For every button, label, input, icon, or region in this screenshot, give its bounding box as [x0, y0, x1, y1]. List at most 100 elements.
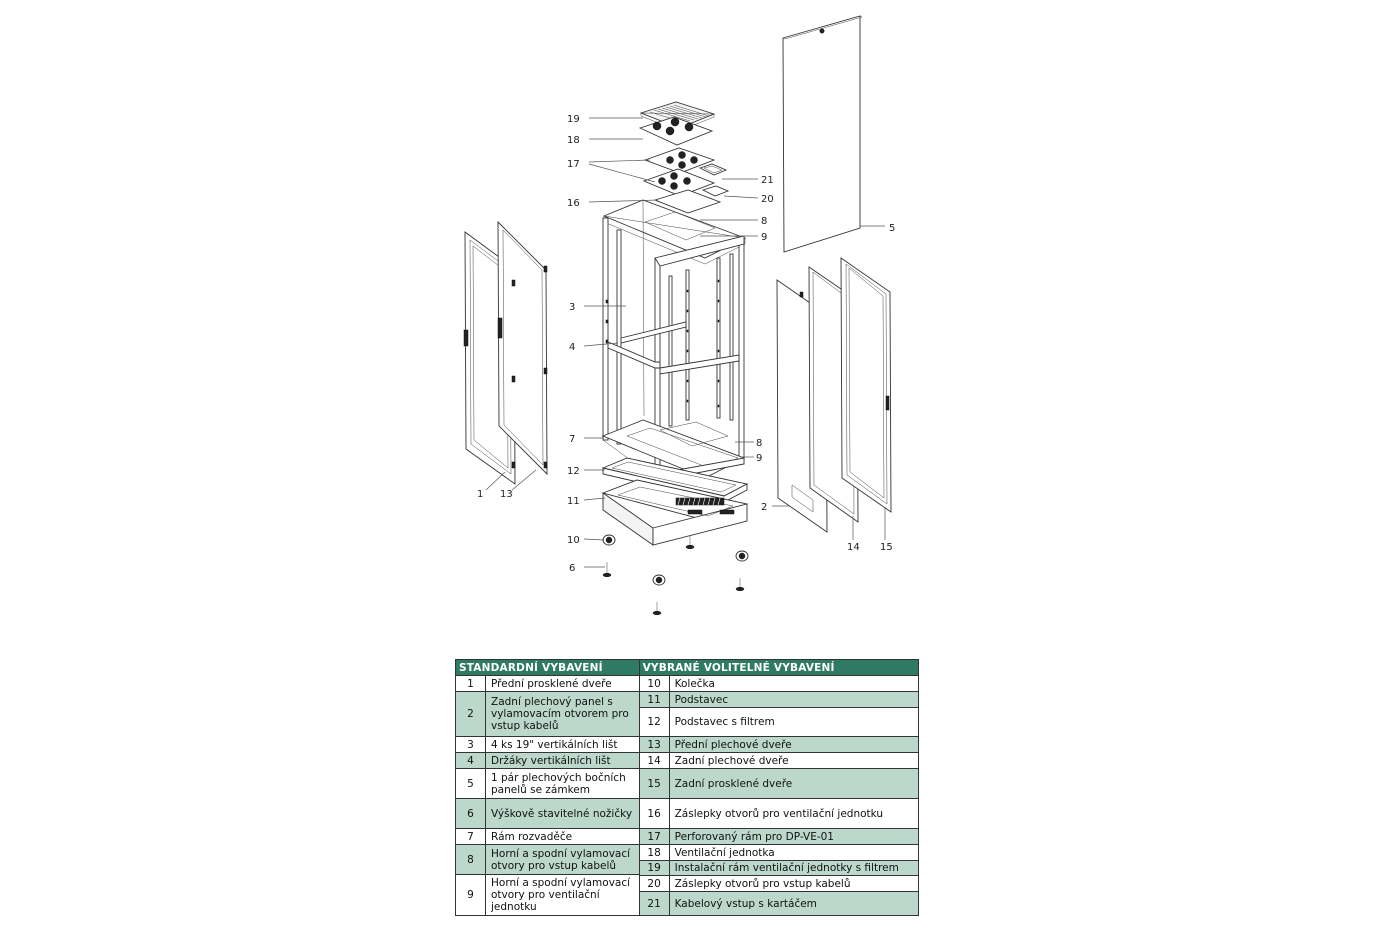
legend-text: Instalační rám ventilační jednotky s fil… [674, 862, 899, 874]
callout-21: 21 [761, 175, 774, 186]
legend-row-17: 17 Perforovaný rám pro DP-VE-01 [639, 829, 918, 845]
optional-equipment-header: VYBRANÉ VOLITELNÉ VYBAVENÍ [639, 660, 918, 676]
legend-number: 3 [456, 737, 486, 752]
leader-lines [485, 117, 886, 568]
callout-13: 13 [500, 489, 513, 500]
legend-number: 2 [456, 692, 486, 736]
legend-text: Zadní prosklené dveře [674, 777, 793, 790]
legend-row-11: 11 Podstavec [639, 692, 918, 708]
legend-row-7: 7 Rám rozvaděče [456, 829, 639, 845]
legend-number: 14 [640, 753, 670, 768]
legend-number: 13 [640, 737, 670, 752]
callout-7: 7 [569, 434, 575, 445]
legend-number: 11 [640, 692, 670, 707]
callout-12: 12 [567, 466, 580, 477]
castors [602, 534, 749, 586]
callout-20: 20 [761, 194, 774, 205]
legend-row-3: 3 4 ks 19" vertikálních lišt [456, 737, 639, 753]
perforated-frame-upper [643, 147, 716, 174]
side-panel-top [782, 15, 863, 253]
legend-number: 7 [456, 829, 486, 844]
legend-number: 10 [640, 676, 670, 691]
legend-text: Výškově stavitelné nožičky [491, 807, 633, 820]
legend-number: 8 [456, 845, 486, 874]
legend-text: 1 pár plechových bočních panelů se zámke… [491, 771, 626, 796]
legend-text: Ventilační jednotka [674, 846, 775, 859]
legend-text: Perforovaný rám pro DP-VE-01 [674, 830, 834, 843]
legend-row-19: 19 Instalační rám ventilační jednotky s f… [639, 861, 918, 876]
callout-1: 1 [477, 489, 483, 500]
legend-row-21: 21 Kabelový vstup s kartáčem [639, 892, 918, 915]
legend-number: 1 [456, 676, 486, 691]
rack-frame [601, 199, 747, 481]
cable-entry-brush [698, 163, 728, 176]
legend-number: 20 [640, 876, 670, 891]
legend-row-1: 1 Přední prosklené dveře [456, 676, 639, 692]
front-sheet-door [497, 220, 548, 476]
callout-8-top: 8 [761, 216, 767, 227]
callout-10: 10 [567, 535, 580, 546]
exploded-rack-diagram: 19 18 17 16 21 20 8 9 5 3 4 7 8 9 12 11 … [463, 15, 895, 616]
legend-text: Zadní plechový panel s vylamovacím otvor… [491, 696, 629, 732]
callout-3: 3 [569, 302, 575, 313]
legend-text: 4 ks 19" vertikálních lišt [491, 738, 618, 751]
legend-number: 5 [456, 769, 486, 798]
legend-number: 6 [456, 799, 486, 828]
legend-text: Podstavec [674, 693, 729, 706]
legend-row-6: 6 Výškově stavitelné nožičky [456, 799, 639, 829]
legend-row-16: 16 Záslepky otvorů pro ventilační jednotk… [639, 799, 918, 829]
perforated-frame-lower [642, 168, 716, 197]
legend-number: 17 [640, 829, 670, 844]
callout-5: 5 [889, 223, 895, 234]
legend-text: Záslepky otvorů pro ventilační jednotku [674, 807, 884, 820]
callout-16: 16 [567, 198, 580, 209]
vent-blanks [653, 189, 722, 214]
plinth-12 [601, 457, 749, 503]
legend-number: 21 [640, 892, 670, 915]
legend-text: Podstavec s filtrem [674, 716, 775, 728]
rear-glass-door [840, 257, 892, 513]
legend-number: 4 [456, 753, 486, 768]
legend-text: Rám rozvaděče [491, 830, 573, 843]
legend-row-13: 13 Přední plechové dveře [639, 737, 918, 753]
legend-number: 18 [640, 845, 670, 860]
legend-text: Horní a spodní vylamovací otvory pro ven… [491, 877, 631, 913]
callout-18: 18 [567, 135, 580, 146]
legend-text: Horní a spodní vylamovací otvory pro vst… [491, 847, 631, 872]
plinth-11 [601, 479, 749, 546]
legend-number: 19 [640, 861, 670, 875]
legend-text: Přední prosklené dveře [491, 677, 612, 690]
legend-text: Kabelový vstup s kartáčem [674, 897, 817, 910]
cable-blanks [701, 185, 730, 197]
callout-19: 19 [567, 114, 580, 125]
legend-row-12: 12 Podstavec s filtrem [639, 708, 918, 737]
callout-labels: 19 18 17 16 21 20 8 9 5 3 4 7 8 9 12 11 … [477, 114, 895, 574]
callout-14: 14 [847, 542, 860, 553]
parts-legend-table: STANDARDNÍ VYBAVENÍ 1 Přední prosklené dv… [455, 659, 919, 916]
legend-number: 15 [640, 769, 670, 798]
standard-equipment-column: STANDARDNÍ VYBAVENÍ 1 Přední prosklené dv… [456, 660, 640, 915]
levelling-feet [602, 536, 745, 616]
legend-number: 16 [640, 799, 670, 828]
standard-equipment-header: STANDARDNÍ VYBAVENÍ [456, 660, 639, 676]
legend-text: Záslepky otvorů pro vstup kabelů [674, 877, 851, 890]
legend-number: 9 [456, 875, 486, 915]
callout-9-top: 9 [761, 232, 767, 243]
legend-text: Přední plechové dveře [674, 738, 792, 751]
legend-row-14: 14 Zadní plechové dveře [639, 753, 918, 769]
legend-row-18: 18 Ventilační jednotka [639, 845, 918, 861]
callout-8-bottom: 8 [756, 438, 762, 449]
legend-text: Zadní plechové dveře [674, 754, 789, 767]
callout-9-bottom: 9 [756, 453, 762, 464]
callout-4: 4 [569, 342, 575, 353]
legend-row-20: 20 Záslepky otvorů pro vstup kabelů [639, 876, 918, 892]
legend-number: 12 [640, 708, 670, 736]
callout-17: 17 [567, 159, 580, 170]
